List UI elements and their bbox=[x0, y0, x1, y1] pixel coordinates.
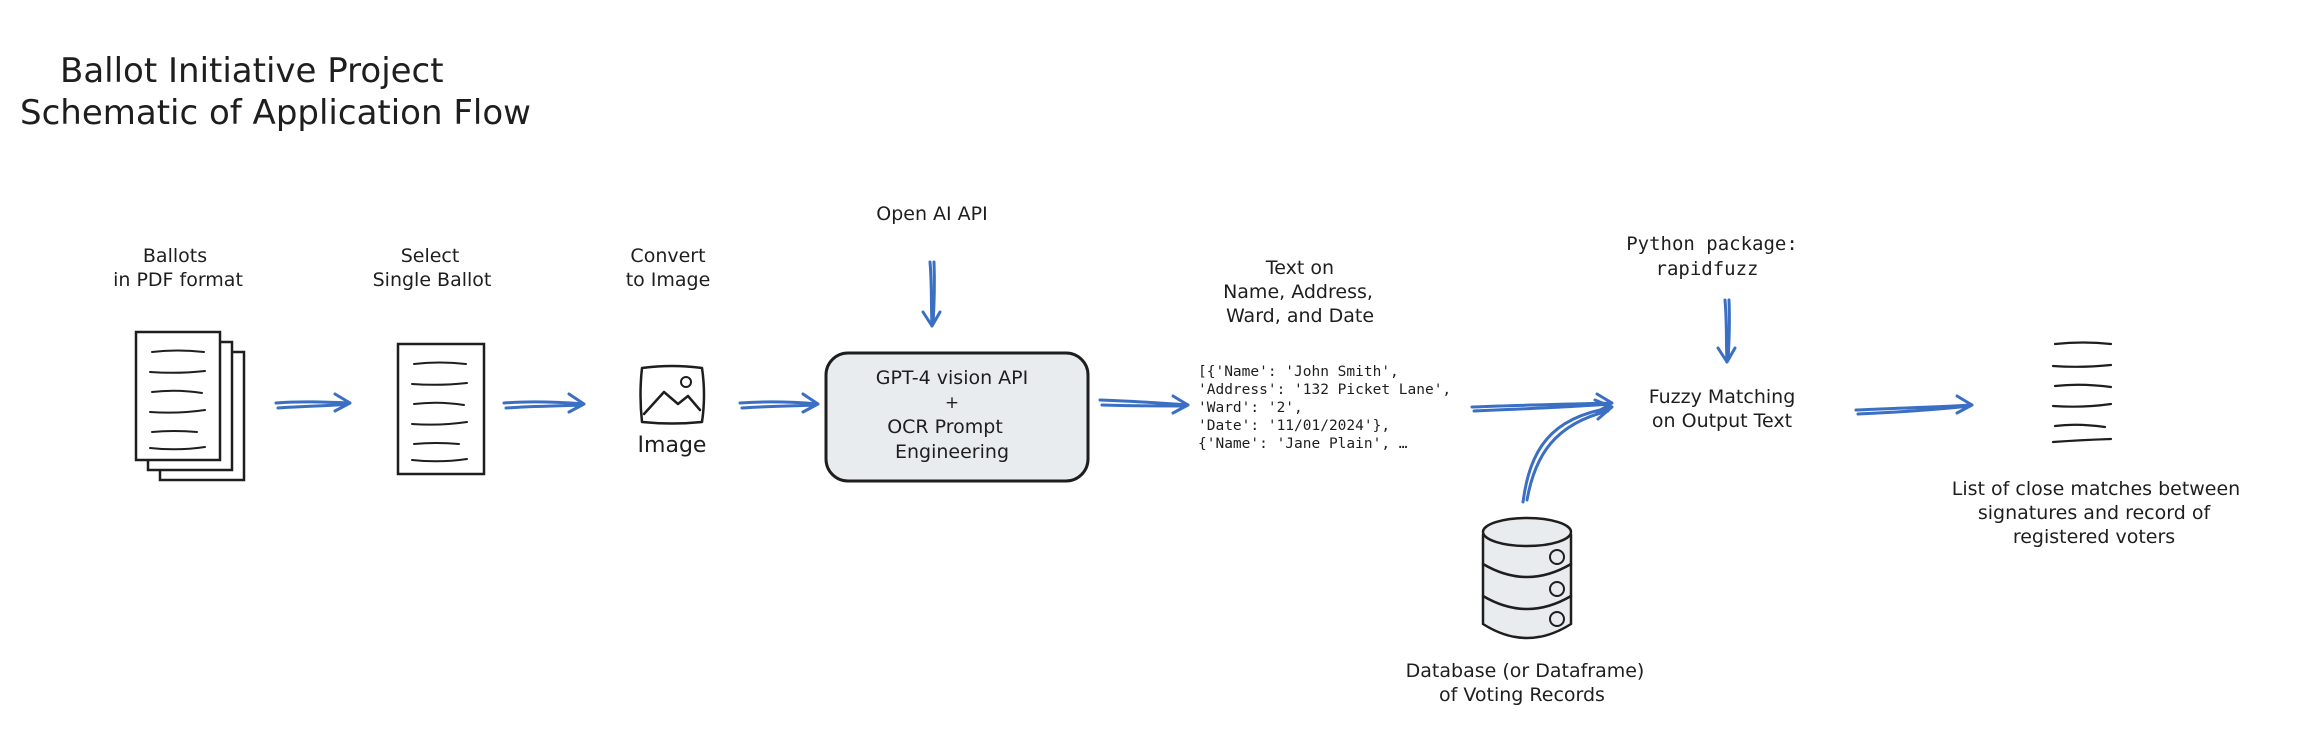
document-icon bbox=[396, 342, 486, 476]
python-package-line-1: Python package: bbox=[1626, 233, 1798, 255]
title-line-2: Schematic of Application Flow bbox=[20, 93, 531, 133]
result-line-1: List of close matches between bbox=[1952, 478, 2240, 500]
gpt-box-line-3: OCR Prompt bbox=[887, 416, 1003, 438]
arrow-openai-to-gpt bbox=[921, 260, 942, 328]
title-line-1: Ballot Initiative Project bbox=[60, 51, 444, 91]
convert-label-line-2: to Image bbox=[626, 269, 711, 291]
ballots-label-line-2: in PDF format bbox=[113, 269, 243, 291]
list-icon bbox=[2051, 341, 2113, 444]
fuzzy-matching-label: Fuzzy Matching on Output Text bbox=[1649, 386, 1796, 432]
image-caption: Image bbox=[638, 433, 707, 458]
fuzzy-line-1: Fuzzy Matching bbox=[1649, 386, 1796, 408]
result-line-3: registered voters bbox=[2013, 526, 2175, 548]
result-label: List of close matches between signatures… bbox=[1952, 478, 2240, 548]
gpt-box-line-1: GPT-4 vision API bbox=[876, 367, 1029, 389]
text-on-line-3: Ward, and Date bbox=[1226, 305, 1374, 327]
arrow-gpt-to-output bbox=[1098, 394, 1190, 415]
python-package-line-2: rapidfuzz bbox=[1656, 258, 1759, 280]
arrow-convert-to-gpt bbox=[738, 392, 820, 414]
database-line-2: of Voting Records bbox=[1439, 684, 1605, 706]
text-on-line-2: Name, Address, bbox=[1223, 281, 1373, 303]
openai-api-label: Open AI API bbox=[876, 203, 988, 225]
arrow-fuzzy-to-result bbox=[1854, 394, 1974, 416]
select-label-line-2: Single Ballot bbox=[373, 269, 492, 291]
text-on-line-1: Text on bbox=[1265, 257, 1334, 279]
gpt-vision-box: GPT-4 vision API + OCR Prompt Engineerin… bbox=[824, 351, 1090, 483]
output-json-sample: [{'Name': 'John Smith', 'Address': '132 … bbox=[1198, 364, 1451, 452]
output-json-line-1: [{'Name': 'John Smith', bbox=[1198, 364, 1399, 380]
arrow-output-to-fuzzy bbox=[1470, 392, 1614, 414]
image-icon bbox=[639, 364, 706, 425]
fuzzy-line-2: on Output Text bbox=[1652, 410, 1792, 432]
convert-label: Convert to Image bbox=[626, 245, 711, 291]
arrow-rapidfuzz-to-fuzzy bbox=[1716, 298, 1737, 364]
arrow-select-to-convert bbox=[502, 392, 586, 414]
output-json-line-2: 'Address': '132 Picket Lane', bbox=[1198, 382, 1451, 398]
convert-label-line-1: Convert bbox=[630, 245, 705, 267]
gpt-box-line-4: Engineering bbox=[895, 441, 1009, 463]
ballots-label: Ballots in PDF format bbox=[113, 245, 243, 291]
text-on-label: Text on Name, Address, Ward, and Date bbox=[1223, 257, 1374, 327]
gpt-box-line-2: + bbox=[945, 393, 959, 413]
ballots-label-line-1: Ballots bbox=[143, 245, 207, 267]
python-package-label: Python package: rapidfuzz bbox=[1626, 233, 1798, 280]
database-line-1: Database (or Dataframe) bbox=[1406, 660, 1645, 682]
diagram-title: Ballot Initiative Project Schematic of A… bbox=[20, 51, 531, 133]
database-label: Database (or Dataframe) of Voting Record… bbox=[1406, 660, 1645, 706]
select-label: Select Single Ballot bbox=[373, 245, 492, 291]
database-icon bbox=[1481, 516, 1573, 640]
document-stack-icon bbox=[134, 330, 246, 482]
output-json-line-5: {'Name': 'Jane Plain', … bbox=[1198, 436, 1408, 452]
arrow-ballots-to-select bbox=[274, 392, 352, 413]
select-label-line-1: Select bbox=[401, 245, 460, 267]
output-json-line-3: 'Ward': '2', bbox=[1198, 400, 1303, 416]
output-json-line-4: 'Date': '11/01/2024'}, bbox=[1198, 418, 1390, 434]
arrow-database-to-fuzzy bbox=[1521, 398, 1614, 504]
result-line-2: signatures and record of bbox=[1978, 502, 2212, 524]
